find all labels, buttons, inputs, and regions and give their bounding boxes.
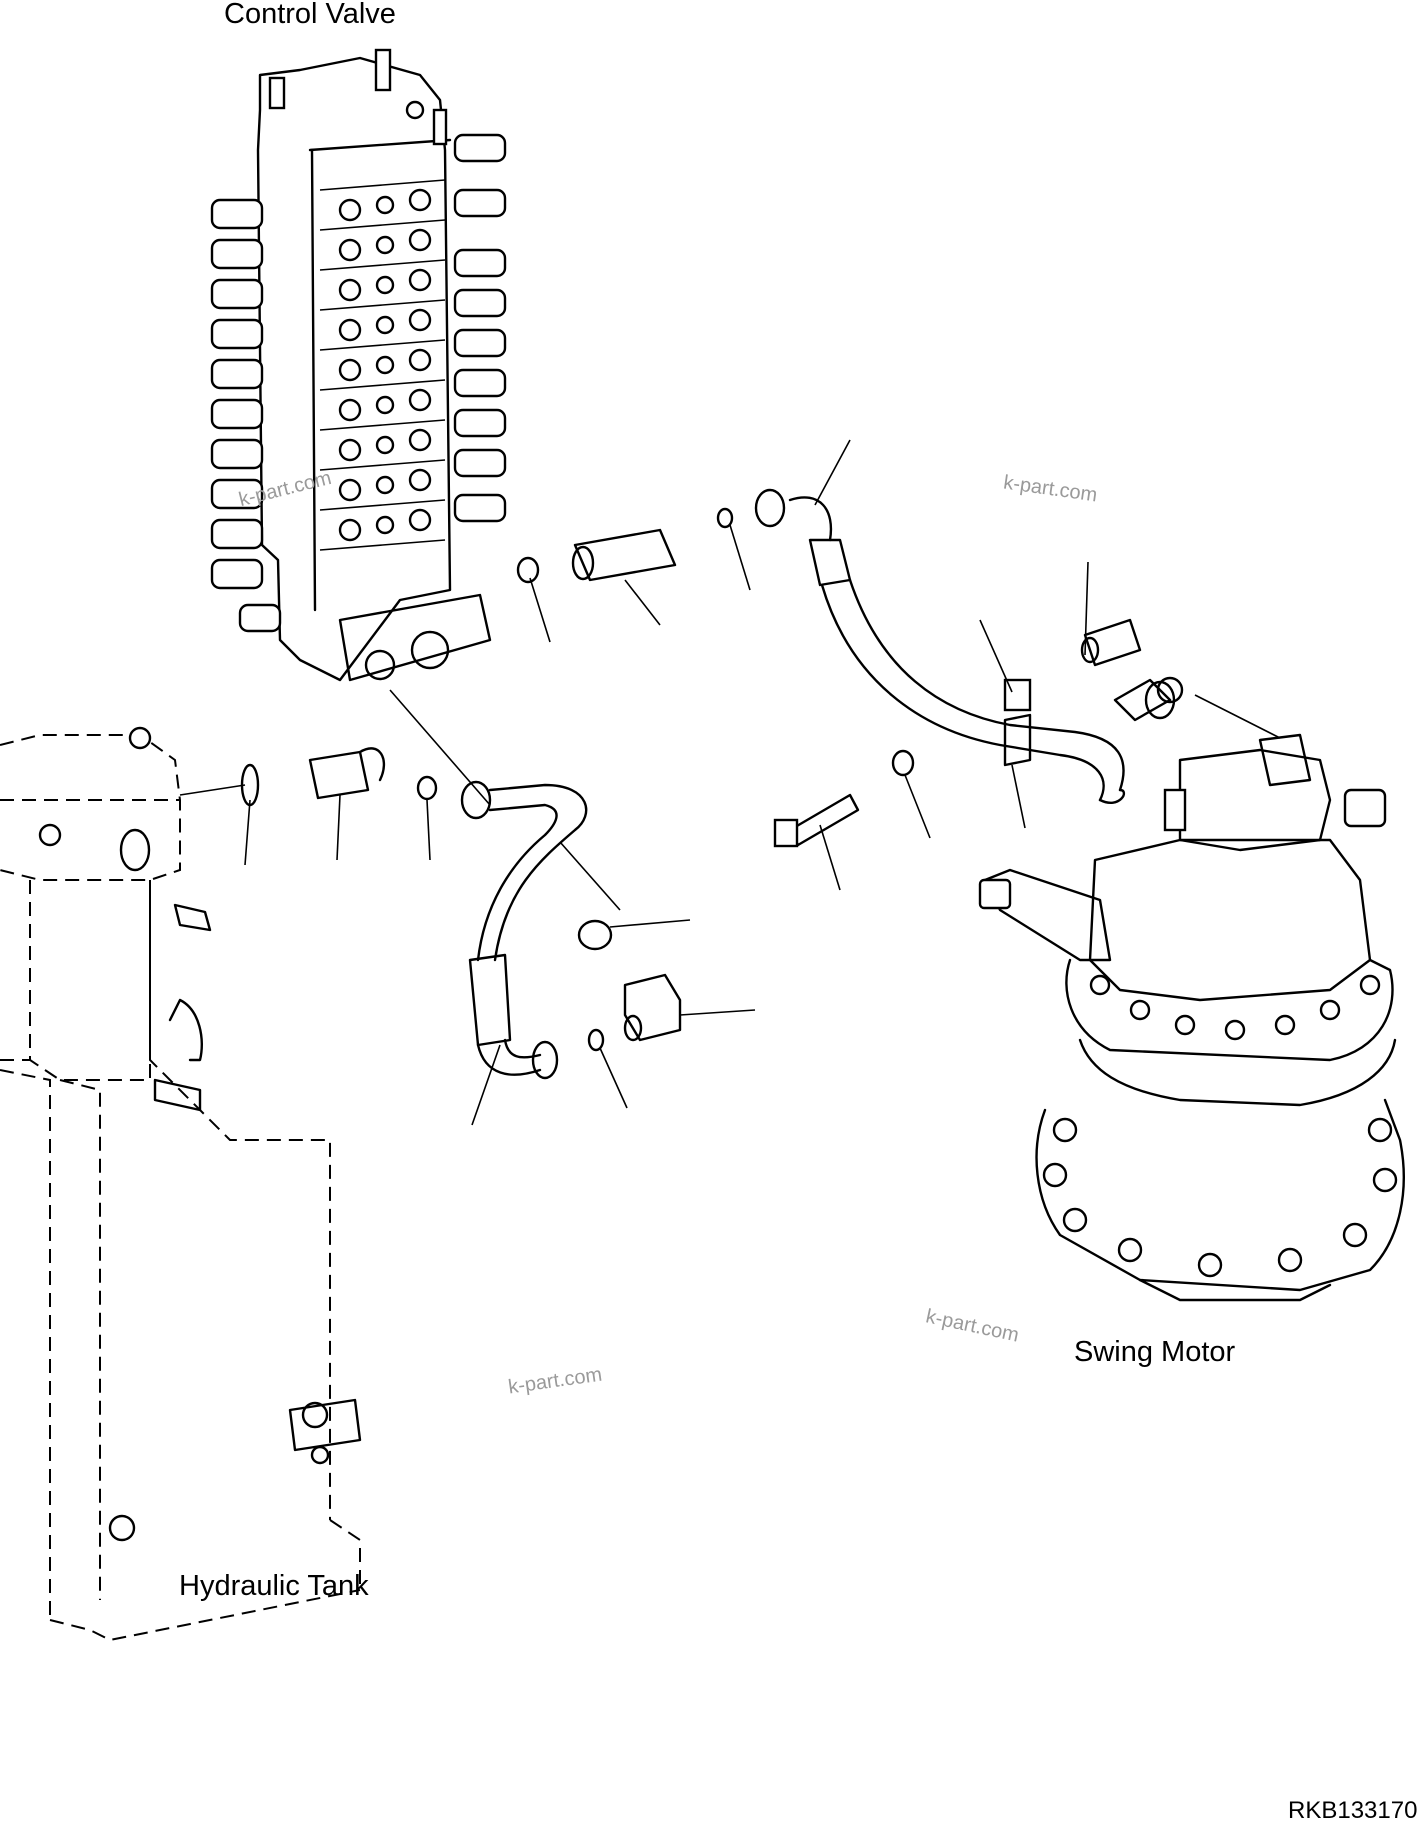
valve-sections (319, 179, 446, 551)
tank-bolts (38, 726, 330, 1542)
hydraulic-tank-label: Hydraulic Tank (179, 1570, 369, 1602)
valve-spool-caps-right (453, 133, 507, 523)
swing-motor-flange-bolts (1089, 974, 1381, 1041)
drawing-code: RKB133170 (1288, 1797, 1418, 1824)
control-valve-drawing (210, 48, 507, 682)
lower-fitting-assembly (240, 747, 682, 1080)
swing-motor-label: Swing Motor (1074, 1336, 1236, 1368)
hydraulic-tank-drawing (0, 726, 362, 1642)
valve-spool-caps-left (210, 198, 282, 633)
swing-motor-drawing (978, 733, 1405, 1302)
callout-leader-lines (179, 439, 1281, 1126)
swing-motor-lower-bolts (1042, 1117, 1398, 1278)
upper-fitting-assembly (516, 488, 1184, 848)
control-valve-label: Control Valve (224, 0, 396, 30)
